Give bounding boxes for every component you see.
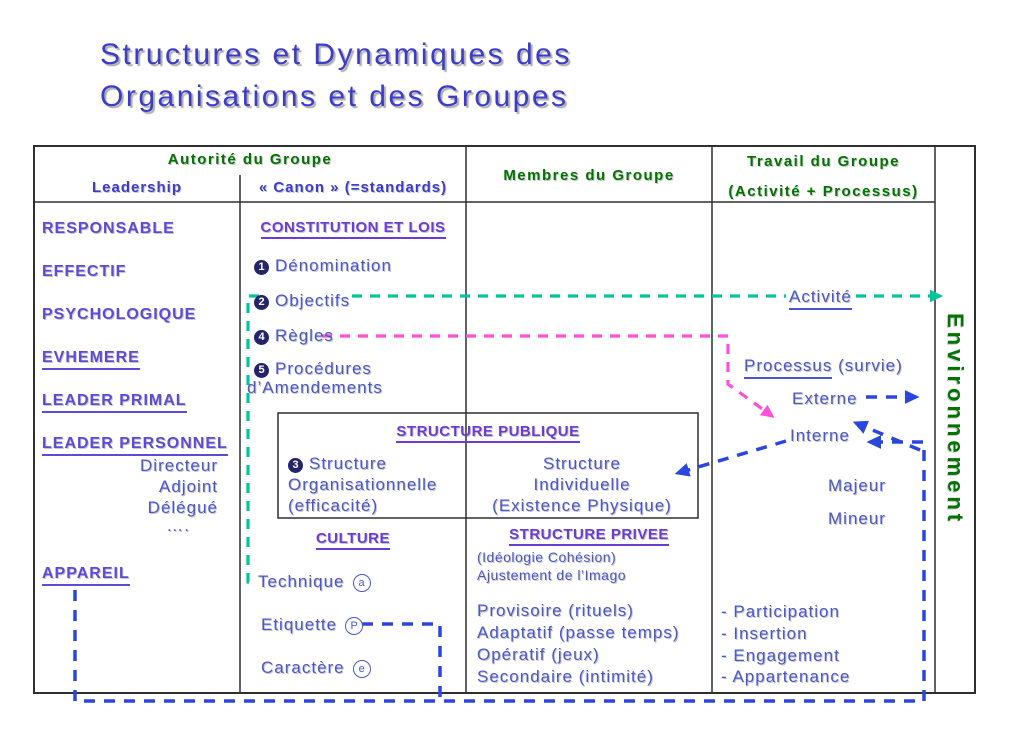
leadership-item-effectif: EFFECTIF xyxy=(42,263,127,280)
col-header-membres: Membres du Groupe xyxy=(503,167,675,184)
circle-e-icon: e xyxy=(352,660,371,678)
arrow-regles-interne xyxy=(322,334,775,418)
col-header-canon: « Canon » (=standards) xyxy=(258,179,448,196)
bullet-5-icon: 5 xyxy=(254,363,269,378)
circle-p-icon: P xyxy=(345,617,364,635)
travail-mineur: Mineur xyxy=(828,509,886,528)
col-header-autorite: Autorité du Groupe xyxy=(167,151,333,168)
structure-publique-heading: STRUCTURE PUBLIQUE xyxy=(396,423,580,443)
leadership-item-leader-personnel: LEADER PERSONNEL xyxy=(42,435,228,456)
culture-heading: CULTURE xyxy=(315,530,391,550)
arrow-etiquette-branch xyxy=(362,622,442,699)
leadership-item-psychologique: PSYCHOLOGIQUE xyxy=(42,306,197,323)
leadership-sub-ellipsis: …. xyxy=(166,516,190,535)
page-title: Structures et Dynamiques des Organisatio… xyxy=(100,34,572,118)
structure-organisationnelle-line2: Organisationnelle xyxy=(288,475,438,494)
structure-individuelle-line3: (Existence Physique) xyxy=(492,496,672,515)
col-header-travail-line2: (Activité + Processus) xyxy=(728,183,919,200)
structure-individuelle-line2: Individuelle xyxy=(533,475,631,494)
travail-list-participation: - Participation xyxy=(721,602,840,621)
travail-list-insertion: - Insertion xyxy=(721,624,808,643)
bullet-3-icon: 3 xyxy=(288,458,303,473)
bullet-2-icon: 2 xyxy=(254,295,269,310)
leadership-sub-directeur: Directeur xyxy=(140,456,218,475)
structure-organisationnelle-line3: (efficacité) xyxy=(288,496,379,515)
travail-majeur: Majeur xyxy=(828,476,886,495)
structure-privee-heading: STRUCTURE PRIVEE xyxy=(509,526,669,546)
leadership-item-appareil: APPAREIL xyxy=(42,565,130,586)
circle-a-icon: a xyxy=(352,574,371,592)
col-header-leadership: Leadership xyxy=(91,179,183,196)
col-header-travail-line1: Travail du Groupe xyxy=(746,153,901,170)
leadership-sub-adjoint: Adjoint xyxy=(159,477,218,496)
structure-privee-sub1: (Idéologie Cohésion) xyxy=(477,549,617,565)
structure-privee-item-provisoire: Provisoire (rituels) xyxy=(477,601,634,620)
structure-privee-item-secondaire: Secondaire (intimité) xyxy=(477,667,654,686)
travail-externe: Externe xyxy=(792,389,858,408)
page-title-line2: Organisations et des Groupes xyxy=(100,80,569,113)
leadership-item-leader-primal: LEADER PRIMAL xyxy=(42,392,187,413)
structure-privee-item-adaptatif: Adaptatif (passe temps) xyxy=(477,623,680,642)
page-title-line1: Structures et Dynamiques des xyxy=(100,38,572,71)
bullet-1-icon: 1 xyxy=(254,260,269,275)
arrow-feedback-externe xyxy=(852,420,921,452)
structure-privee-item-operatif: Opératif (jeux) xyxy=(477,645,600,664)
travail-activite: Activité xyxy=(789,287,852,310)
structure-privee-sub2: Ajustement de l’Imago xyxy=(477,567,627,583)
travail-interne: Interne xyxy=(790,426,850,445)
travail-list-appartenance: - Appartenance xyxy=(721,667,851,686)
bullet-4-icon: 4 xyxy=(254,330,269,345)
leadership-item-responsable: RESPONSABLE xyxy=(42,220,175,237)
structure-individuelle-line1: Structure xyxy=(543,454,621,473)
canon-item-amendements: d’Amendements xyxy=(247,378,383,397)
col-header-environnement: Environnement xyxy=(943,313,968,526)
canon-heading: CONSTITUTION ET LOIS xyxy=(260,219,446,239)
travail-processus: Processus (survie) xyxy=(744,356,903,379)
leadership-item-evhemere: EVHEMERE xyxy=(42,349,140,370)
leadership-sub-delegue: Délégué xyxy=(147,498,218,517)
travail-list-engagement: - Engagement xyxy=(721,646,840,665)
